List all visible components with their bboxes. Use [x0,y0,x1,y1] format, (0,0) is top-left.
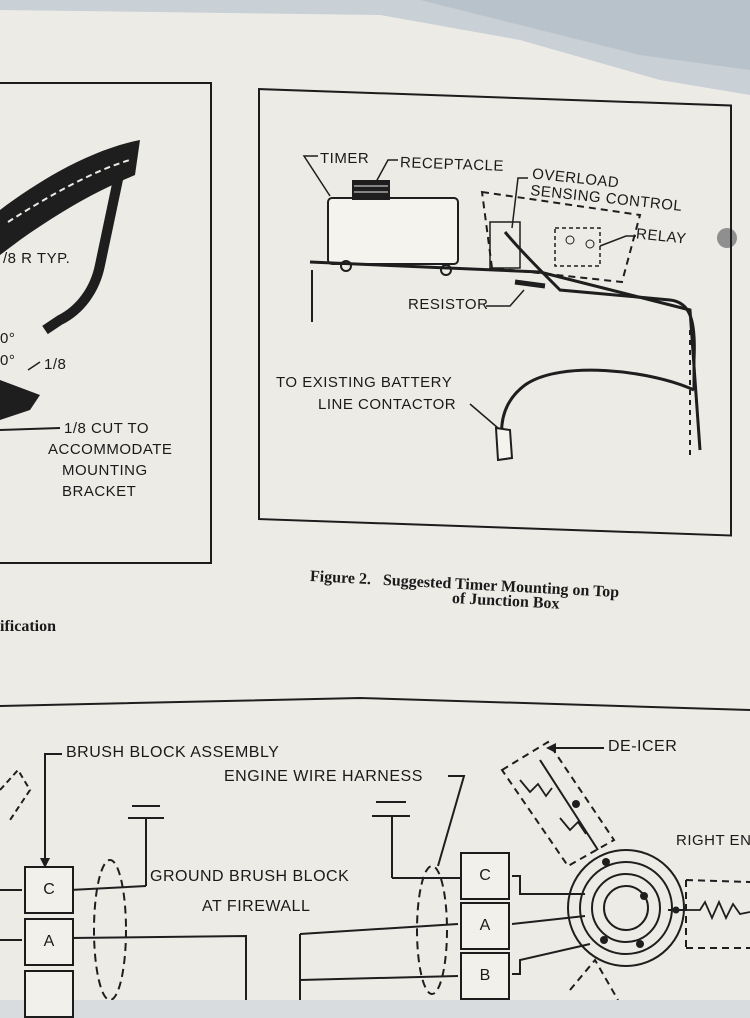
de-icer-label: DE-ICER [608,738,678,755]
left-terminal-c: C [24,866,74,914]
resistor-label: RESISTOR [408,296,489,313]
cut-note-line2: ACCOMMODATE [48,441,173,458]
right-terminal-c: C [460,852,510,900]
cut-note-line4: BRACKET [62,483,137,500]
right-terminal-b: B [460,952,510,1000]
small-dimension-label: 1/8 [44,356,67,373]
left-figure-frame [0,82,212,564]
ground-brush-label-line2: AT FIREWALL [202,898,311,915]
engine-harness-label: ENGINE WIRE HARNESS [224,768,423,785]
left-terminal-a: A [24,918,74,966]
ground-brush-label-line1: GROUND BRUSH BLOCK [150,868,350,885]
binder-hole [717,228,737,248]
battery-label-line2: LINE CONTACTOR [318,396,457,413]
radius-label: /8 R TYP. [3,250,71,267]
left-caption-fragment: ification [0,618,56,635]
angle-label-2: 0° [0,352,16,369]
timer-label: TIMER [320,150,370,167]
battery-label-line1: TO EXISTING BATTERY [276,374,453,391]
right-terminal-a: A [460,902,510,950]
cut-note-line3: MOUNTING [62,462,148,479]
cut-note-line1: 1/8 CUT TO [64,420,150,437]
right-engine-label: RIGHT ENG [676,832,750,849]
left-terminal-next [24,970,74,1018]
angle-label-1: 0° [0,330,16,347]
brush-block-label: BRUSH BLOCK ASSEMBLY [66,744,280,761]
